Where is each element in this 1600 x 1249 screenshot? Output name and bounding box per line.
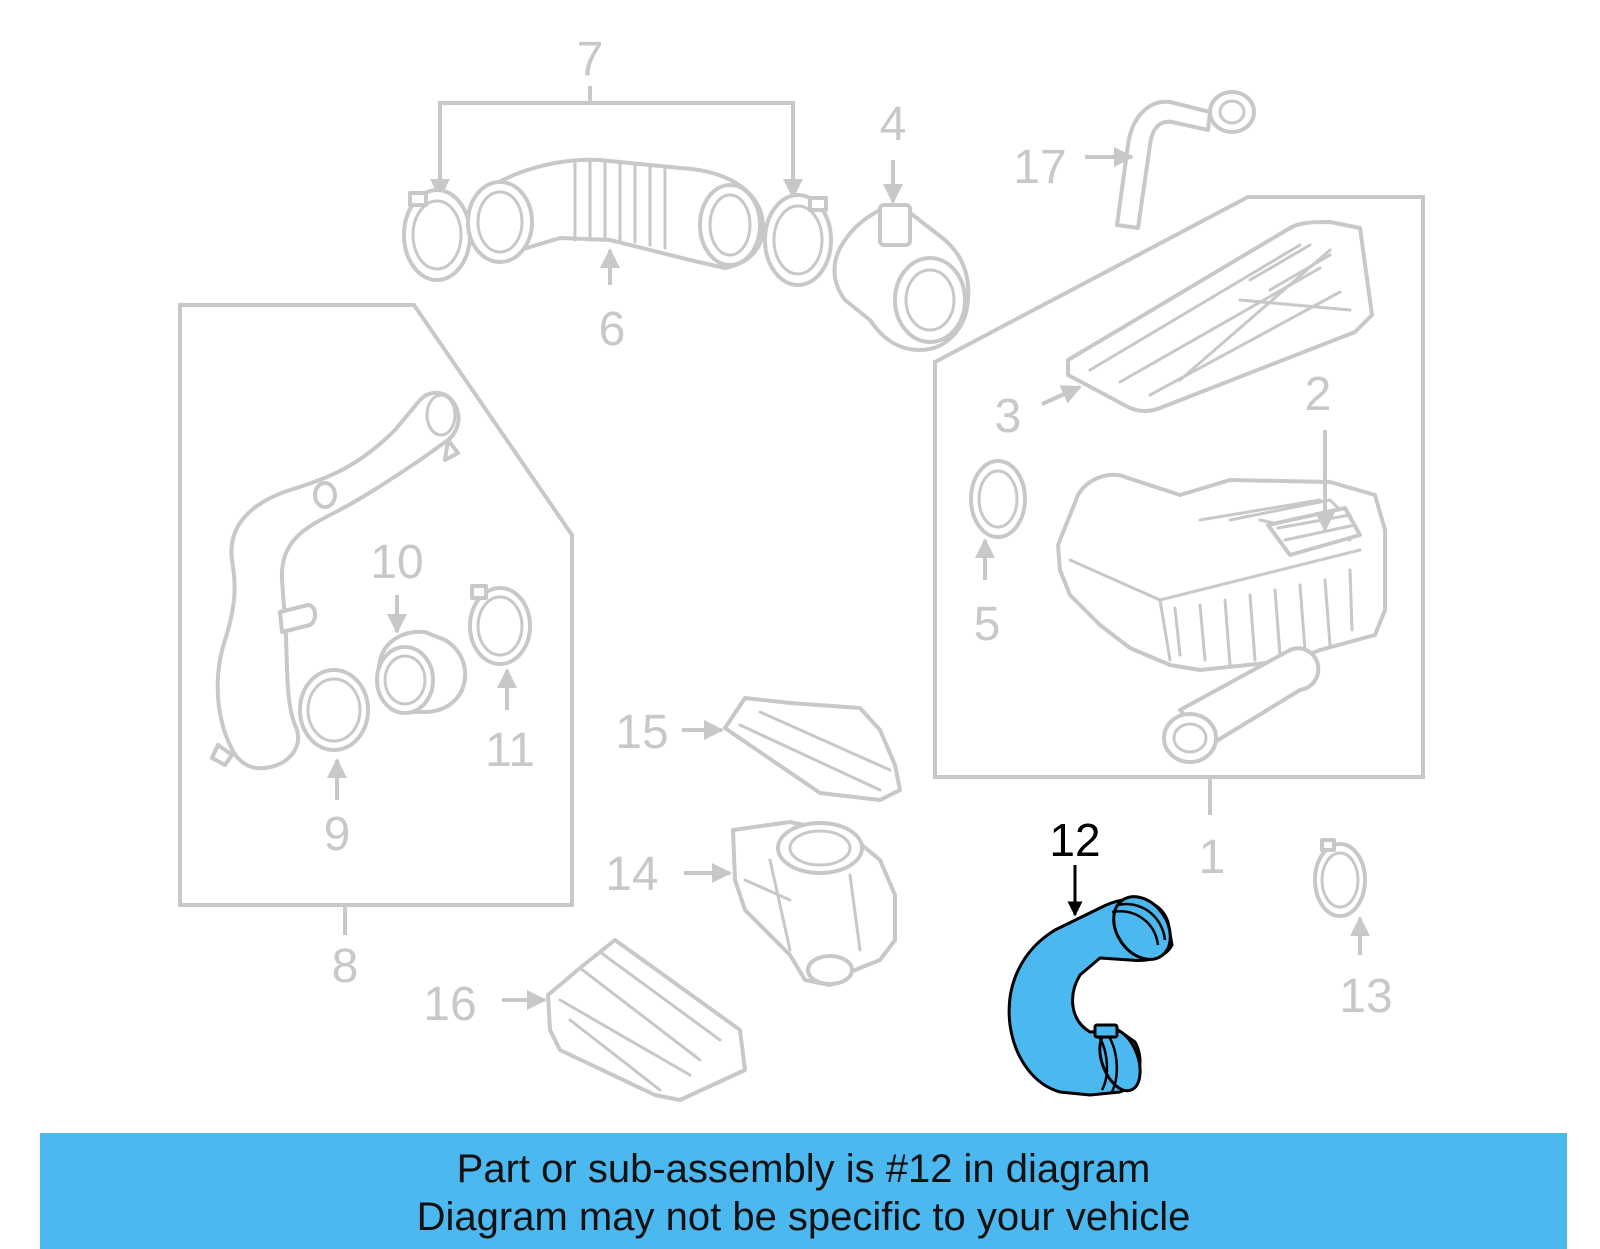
callout-15: 15 (615, 706, 668, 759)
callout-4: 4 (880, 98, 907, 151)
callout-7-bracket (438, 101, 795, 197)
callout-9: 9 (324, 808, 351, 861)
intake-pipe-group (178, 303, 574, 935)
hose-clamp-left[interactable] (402, 188, 472, 282)
air-cleaner-housing-part-1[interactable] (1056, 472, 1387, 764)
diagram-disclaimer-banner: Part or sub-assembly is #12 in diagram D… (40, 1133, 1567, 1249)
cover-part-15[interactable] (682, 696, 902, 802)
hose-clamp-part-9[interactable] (298, 668, 370, 752)
callout-2: 2 (1305, 368, 1332, 421)
callout-3: 3 (995, 390, 1022, 443)
breather-hose-part-17[interactable] (1085, 90, 1256, 230)
callout-13: 13 (1339, 970, 1392, 1023)
callout-11: 11 (485, 724, 535, 777)
seal-ring-part-5[interactable] (969, 459, 1027, 539)
air-cleaner-assembly-group (933, 195, 1425, 815)
callout-7: 7 (577, 33, 604, 86)
connector-part-10[interactable] (375, 629, 468, 715)
group-8-box (178, 303, 574, 907)
resonator-part-14[interactable] (684, 820, 897, 987)
hose-clamp-part-13[interactable] (1313, 838, 1370, 955)
hose-clamp-part-11[interactable] (468, 584, 532, 666)
callout-10: 10 (370, 536, 423, 589)
hose-clamp-right[interactable] (763, 193, 833, 287)
part-reference-text: Part or sub-assembly is #12 in diagram (456, 1147, 1151, 1191)
vehicle-disclaimer-text: Diagram may not be specific to your vehi… (416, 1195, 1191, 1239)
group-1-box (933, 195, 1425, 779)
intake-duct-group (402, 86, 833, 287)
callout-1: 1 (1199, 831, 1226, 884)
callout-6: 6 (599, 303, 626, 356)
callout-16: 16 (423, 978, 476, 1031)
mass-air-flow-sensor-part-4[interactable] (832, 160, 971, 352)
callout-12: 12 (1049, 814, 1100, 866)
highlighted-intake-hose-part-12[interactable] (1007, 865, 1182, 1097)
intake-pipe-part-8[interactable] (210, 390, 461, 771)
intake-duct-part-6[interactable] (466, 157, 766, 270)
air-duct-part-16[interactable] (502, 938, 747, 1102)
air-filter-lid-part-3[interactable] (1066, 220, 1374, 413)
callout-17: 17 (1013, 141, 1066, 194)
callout-5: 5 (974, 598, 1001, 651)
callout-8: 8 (332, 940, 359, 993)
callout-14: 14 (605, 848, 658, 901)
